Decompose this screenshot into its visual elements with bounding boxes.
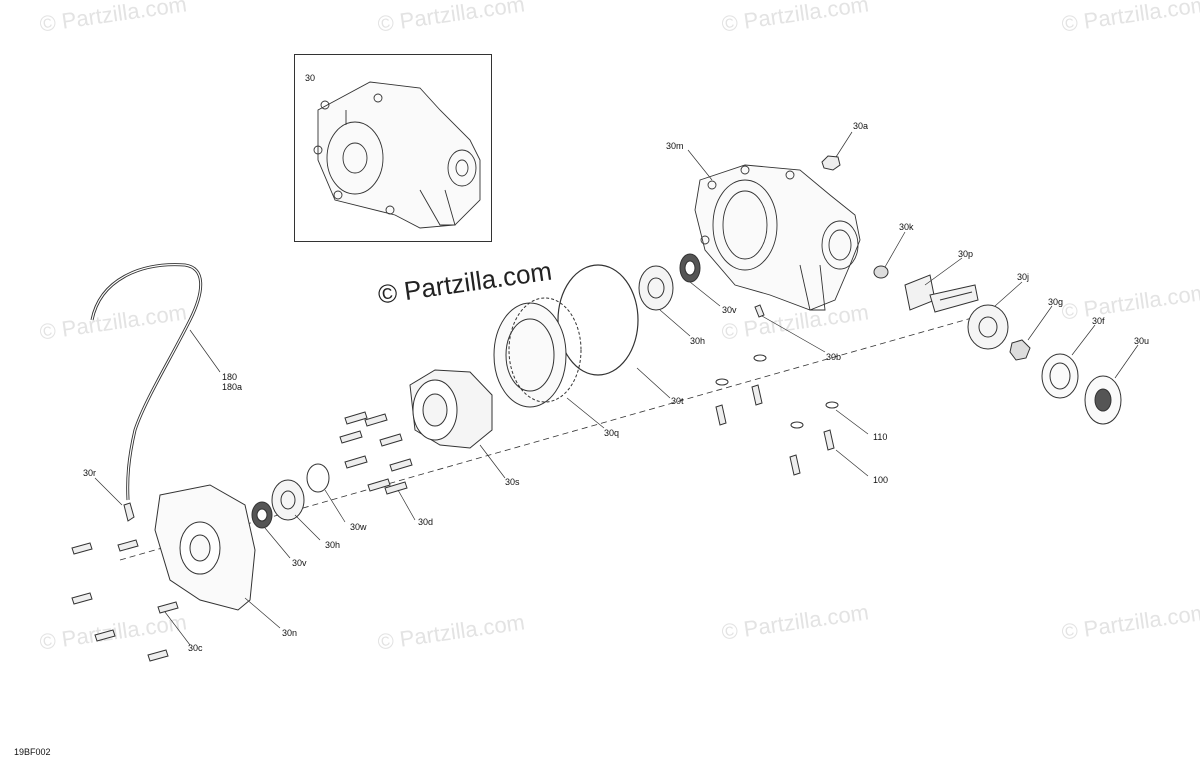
callout-30j[interactable]: 30j [1017,272,1030,282]
leader-lines [94,131,1139,646]
callout-30q[interactable]: 30q [604,428,620,438]
inset-frame: 30 [294,54,492,242]
cover-30n [154,484,256,611]
washer-group-110 [715,354,839,429]
callout-110[interactable]: 110 [873,432,888,442]
bolt-30b [754,304,765,318]
callout-180[interactable]: 180 [222,372,238,382]
callout-30h-bottom[interactable]: 30h [325,540,341,550]
callout-30c[interactable]: 30c [188,643,203,653]
nut-30g [1009,339,1031,361]
bolt-group-100 [715,384,835,476]
differential-30s [409,369,493,449]
callout-30m[interactable]: 30m [666,141,684,151]
bolt-group-30d [339,411,413,495]
figure-code: 19BF002 [14,747,51,757]
callout-180a[interactable]: 180a [222,382,243,392]
seal-30v-bottom [251,501,273,529]
seal-30u [1084,375,1122,425]
callout-30v-top[interactable]: 30v [722,305,737,315]
bearing-30h-bottom [271,479,305,521]
callout-30v-bottom[interactable]: 30v [292,558,307,568]
inset-assembly-drawing [313,81,481,229]
callout-30s[interactable]: 30s [505,477,520,487]
callout-30h-top[interactable]: 30h [690,336,706,346]
callout-30w[interactable]: 30w [350,522,367,532]
fitting-30r [123,502,135,522]
callout-30r[interactable]: 30r [83,468,97,478]
callout-30u[interactable]: 30u [1134,336,1150,346]
callout-30k[interactable]: 30k [899,222,914,232]
callout-30d[interactable]: 30d [418,517,434,527]
main-housing-30m [694,164,861,311]
bearing-30j [967,304,1009,350]
callout-30g[interactable]: 30g [1048,297,1064,307]
ring-30f [1041,353,1079,399]
oring-30w [306,463,330,493]
bolt-group-30c [71,539,179,662]
gasket-30t [557,264,639,376]
inset-label: 30 [305,73,316,83]
callout-30t[interactable]: 30t [671,396,684,406]
callout-30n[interactable]: 30n [282,628,298,638]
ring-gear-30q [493,297,582,408]
hose-180 [90,263,203,501]
callout-30p[interactable]: 30p [958,249,974,259]
callout-30b[interactable]: 30b [826,352,842,362]
callout-100[interactable]: 100 [873,475,889,485]
bearing-30h-top [638,265,674,311]
pinion-shaft-30p [904,274,979,313]
plug-30a [821,155,841,171]
callout-30a[interactable]: 30a [853,121,869,131]
bushing-30k [873,265,889,279]
callout-30f[interactable]: 30f [1092,316,1105,326]
seal-30v-top [679,253,701,283]
